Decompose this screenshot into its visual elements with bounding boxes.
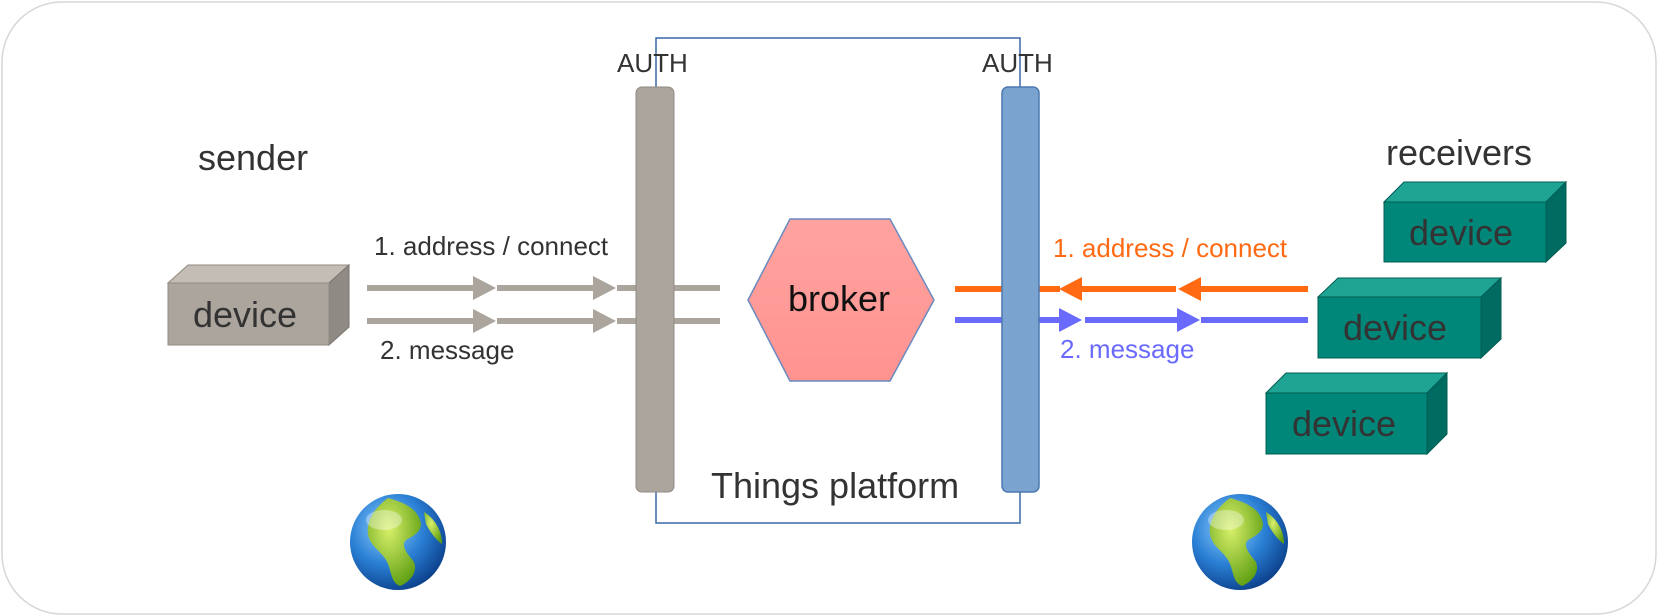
receiver-device-3 [1264,371,1449,456]
globe-icon [1192,494,1288,590]
receiver-message-label: 2. message [1060,334,1195,364]
receivers-title: receivers [1386,132,1533,173]
sender-message-label: 2. message [380,335,515,365]
platform-label: Things platform [711,465,960,506]
receiver-address-label: 1. address / connect [1053,233,1288,263]
receiver-device-2 [1316,276,1503,360]
auth-bar-left [635,86,675,493]
sender-title: sender [198,137,309,178]
receiver-device-1 [1382,180,1568,264]
receiver-device-label-3: device [1292,403,1397,444]
broker-hexagon [747,218,935,382]
receiver-device-label-2: device [1343,307,1448,348]
auth-label-left: AUTH [617,48,688,78]
receiver-message-arrow [955,308,1308,332]
receiver-device-label-1: device [1409,212,1514,253]
sender-device [166,263,351,347]
globe-icon [350,494,446,590]
broker-label: broker [788,278,891,319]
auth-bar-right [1001,86,1040,493]
sender-address-label: 1. address / connect [374,231,609,261]
auth-label-right: AUTH [982,48,1053,78]
sender-device-label: device [193,294,298,335]
